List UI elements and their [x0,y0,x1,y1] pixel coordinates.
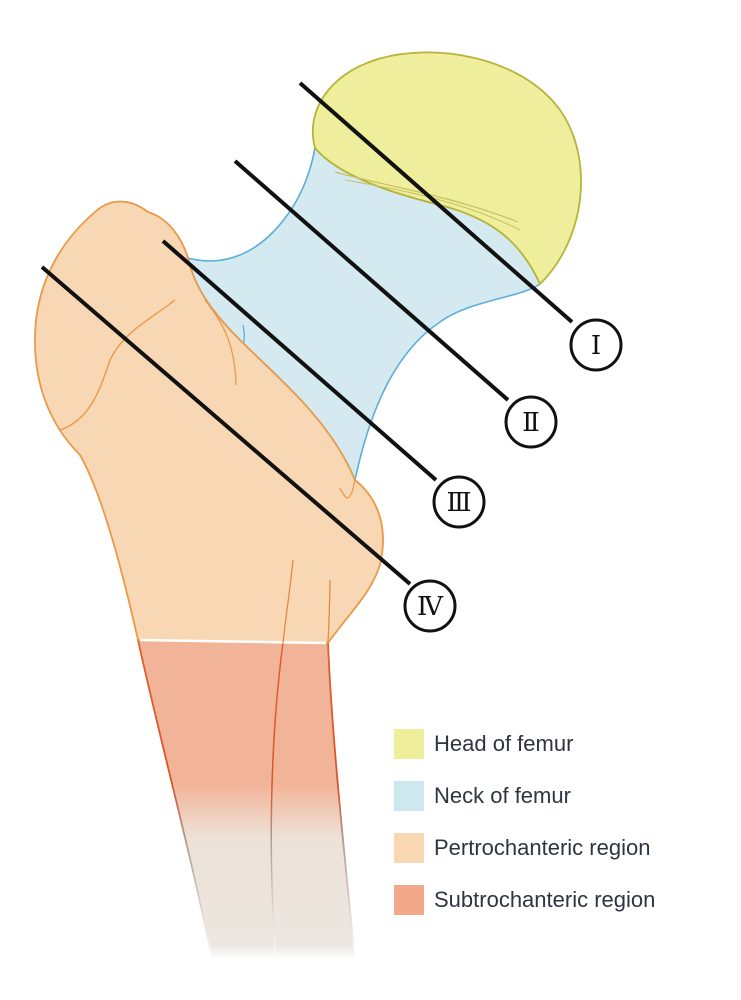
legend-label-head: Head of femur [434,731,574,756]
fracture-line-2 [233,159,510,402]
legend-item-neck: Neck of femur [394,770,655,822]
marker-2: Ⅱ [504,395,558,449]
marker-1: Ⅰ [569,318,623,372]
legend-swatch-head [394,729,424,759]
legend: Head of femur Neck of femur Pertrochante… [394,718,655,926]
legend-swatch-subtrochanteric [394,885,424,915]
marker-4-label: Ⅳ [417,592,444,622]
legend-swatch-pertrochanteric [394,833,424,863]
fracture-line-4 [40,265,412,586]
legend-label-pertrochanteric: Pertrochanteric region [434,835,651,860]
marker-3-label: Ⅲ [446,488,471,518]
marker-4: Ⅳ [403,579,457,633]
fracture-lines [40,81,574,586]
legend-item-head: Head of femur [394,718,655,770]
legend-swatch-neck [394,781,424,811]
marker-3: Ⅲ [432,475,486,529]
subtrochanteric-region [137,639,356,961]
legend-label-subtrochanteric: Subtrochanteric region [434,887,656,912]
marker-2-label: Ⅱ [522,408,540,438]
pertrochanteric-region [34,200,384,645]
fracture-line-3 [161,239,438,482]
legend-item-pertrochanteric: Pertrochanteric region [394,822,655,874]
legend-label-neck: Neck of femur [434,783,571,808]
marker-1-label: Ⅰ [591,331,601,361]
fracture-line-1 [298,81,574,324]
legend-item-subtrochanteric: Subtrochanteric region [394,874,655,926]
